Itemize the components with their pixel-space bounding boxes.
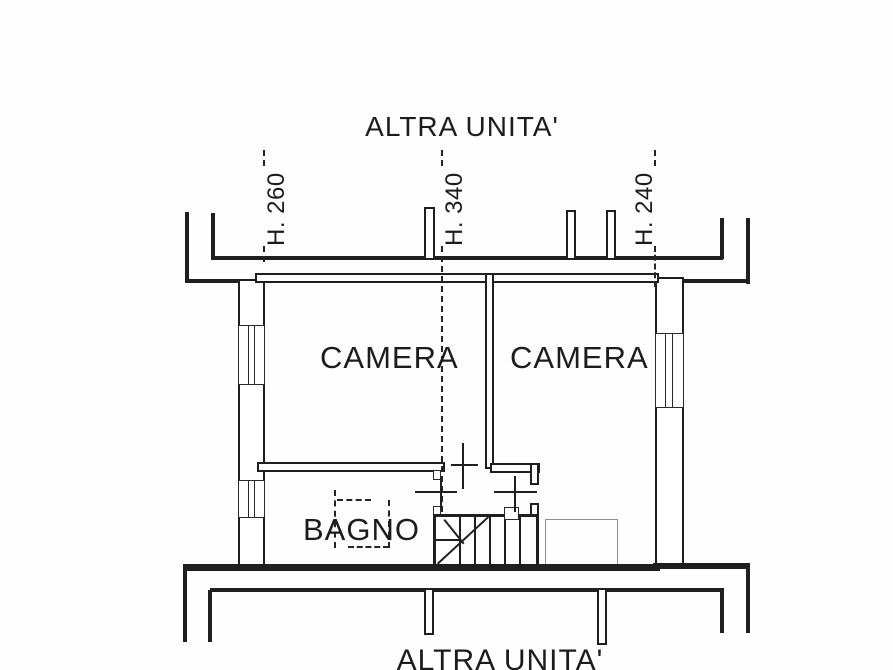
bagno-dashed-mark-right bbox=[388, 500, 390, 548]
stair-winder-edge bbox=[436, 539, 460, 541]
height-label-right: H. 240 bbox=[631, 172, 658, 246]
wall-bottomright-outer-v bbox=[746, 563, 750, 633]
door-marker-bagno-h bbox=[415, 491, 457, 493]
wall-lower-unit-3 bbox=[605, 588, 722, 592]
wall-pillar-bottom-b bbox=[597, 588, 607, 645]
wall-right-exterior bbox=[655, 277, 684, 569]
height-label-left: H. 260 bbox=[263, 172, 290, 246]
wall-top-stub-outer bbox=[185, 212, 189, 282]
stair-tread-5 bbox=[519, 517, 521, 568]
camera-right-label: CAMERA bbox=[510, 340, 649, 375]
section-line-right bbox=[654, 246, 656, 287]
wall-camera-divider bbox=[485, 273, 494, 469]
wall-bagno-top bbox=[257, 462, 445, 472]
staircase bbox=[433, 514, 539, 571]
section-line-left bbox=[263, 246, 265, 262]
bagno-label: BAGNO bbox=[303, 512, 420, 547]
wall-bottom-boundary bbox=[185, 564, 660, 571]
door-marker-camera-v bbox=[514, 476, 516, 512]
height-label-center: H. 340 bbox=[441, 172, 468, 246]
section-line-right-top bbox=[654, 150, 656, 166]
wall-topright-outer bbox=[681, 279, 750, 283]
wall-topright-step-inner bbox=[720, 218, 724, 259]
wall-pillar-top-c bbox=[606, 210, 616, 260]
door-marker-landing-top-h bbox=[451, 464, 478, 466]
stair-landing-notch bbox=[504, 507, 519, 520]
wall-bottomright-inner-v bbox=[720, 588, 724, 633]
camera-left-label: CAMERA bbox=[320, 340, 459, 375]
stair-tread-4 bbox=[504, 517, 506, 568]
section-line-left-top bbox=[263, 150, 265, 166]
wall-top-boundary bbox=[211, 256, 723, 260]
upper-unit-label: ALTRA UNITA' bbox=[365, 111, 559, 142]
bagno-dashed-mark-bottom bbox=[348, 546, 389, 548]
lower-unit-label: ALTRA UNITA' bbox=[396, 644, 604, 670]
wall-pillar-top-a bbox=[424, 207, 435, 260]
wall-landing-right-upper bbox=[530, 463, 539, 485]
wall-bottom-right bbox=[653, 563, 750, 569]
wall-pillar-bottom-a bbox=[424, 588, 434, 635]
door-marker-camera-h bbox=[494, 491, 537, 493]
wall-rooms-top bbox=[255, 273, 659, 283]
window-left-bagno-glass bbox=[248, 480, 255, 518]
wall-left-exterior bbox=[238, 279, 265, 569]
stair-tread-3 bbox=[489, 517, 491, 568]
wall-bagno-right-upper bbox=[433, 470, 441, 480]
wall-landing-top bbox=[490, 463, 540, 473]
wall-bottomleft-outer-v bbox=[183, 564, 187, 642]
wall-topright-step-outer bbox=[746, 218, 750, 284]
bagno-dashed-mark-top bbox=[337, 499, 371, 501]
section-line-center bbox=[441, 246, 443, 512]
window-right-camera-glass bbox=[665, 333, 673, 408]
low-ceiling-zone bbox=[545, 519, 618, 567]
section-line-center-top bbox=[441, 150, 443, 166]
wall-lower-unit-1 bbox=[210, 588, 425, 592]
window-left-camera-glass bbox=[248, 325, 255, 385]
wall-bottomleft-inner-v bbox=[208, 590, 212, 642]
bagno-dashed-mark-left bbox=[334, 490, 336, 548]
stair-tread-2 bbox=[474, 517, 476, 568]
door-marker-landing-top-v bbox=[462, 443, 464, 489]
wall-pillar-top-b bbox=[566, 210, 576, 260]
wall-topleft-corner bbox=[185, 279, 242, 283]
wall-lower-unit-2 bbox=[433, 588, 598, 592]
wall-top-stub-inner bbox=[211, 213, 215, 259]
